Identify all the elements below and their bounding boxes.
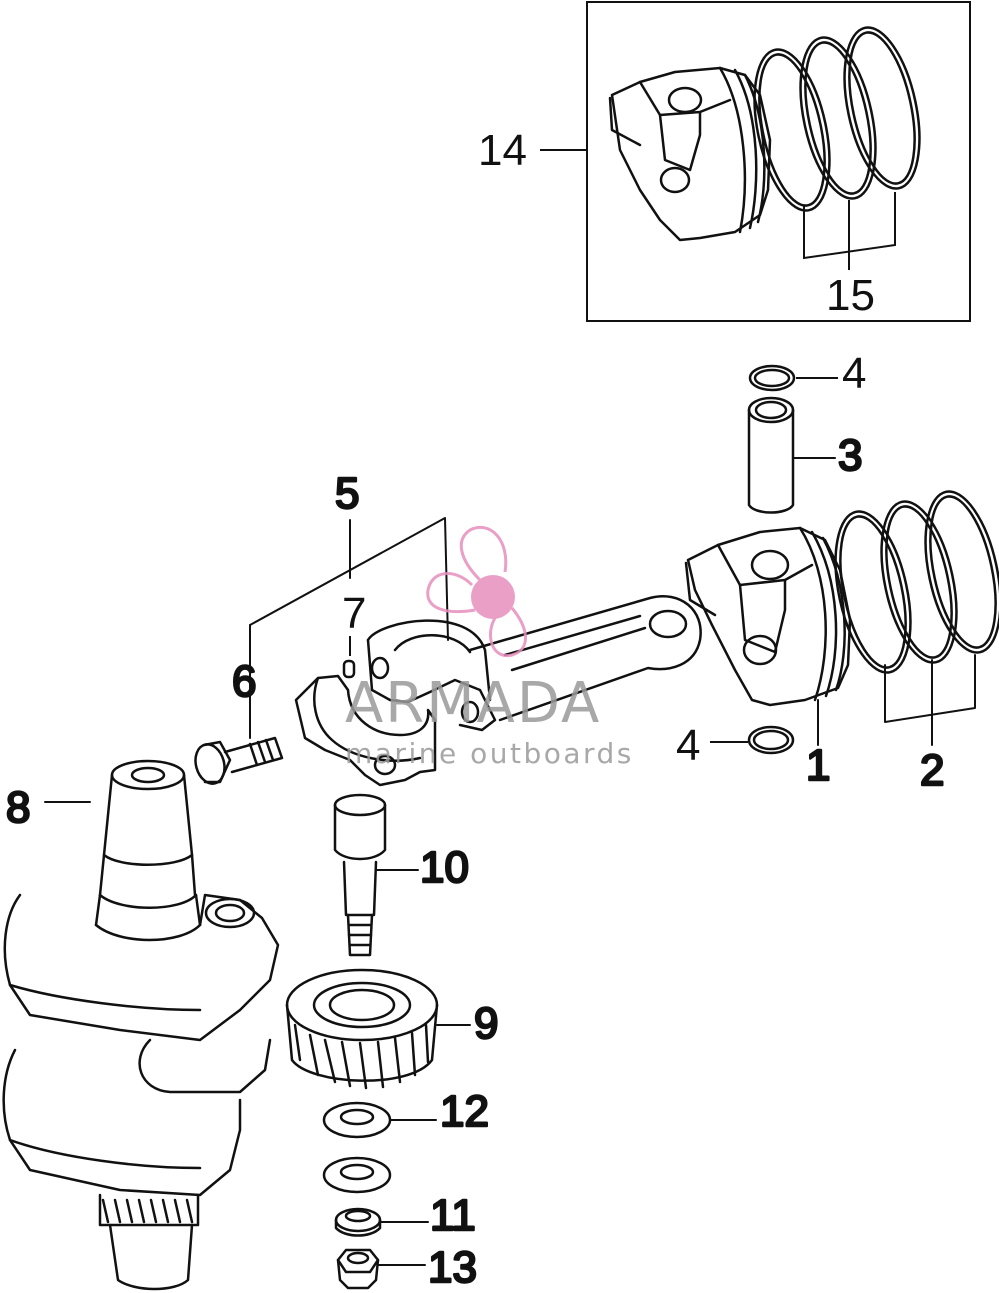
piston: 1	[684, 526, 852, 791]
washer-small: 11	[334, 1190, 477, 1241]
propeller-icon	[426, 525, 527, 658]
connecting-rod: 5	[249, 468, 702, 787]
inset-panel: 14 15	[478, 1, 971, 322]
callout-7: 7	[342, 589, 366, 638]
inset-rings	[753, 26, 921, 212]
crankshaft: 8	[2, 759, 280, 1291]
callout-8: 8	[6, 783, 30, 832]
dowel-pin: 7	[342, 589, 366, 679]
watermark: ARMADA marine outboards	[345, 525, 634, 770]
piston-rings: 2	[834, 490, 999, 796]
rod-bolt: 6	[194, 624, 284, 785]
callout-11: 11	[430, 1191, 476, 1240]
callout-10: 10	[420, 843, 469, 892]
callout-4-bottom: 4	[676, 721, 700, 770]
gear-bolt: 10	[333, 793, 470, 957]
callout-5: 5	[335, 469, 359, 518]
inset-frame	[586, 1, 971, 322]
pin-clip-top: 4	[748, 349, 866, 398]
drive-gear: 9	[285, 968, 500, 1090]
pin-clip-bottom: 4	[676, 721, 795, 770]
callout-1: 1	[806, 741, 830, 790]
nut: 13	[336, 1242, 478, 1293]
piston-pin: 3	[747, 396, 864, 514]
callout-3: 3	[838, 431, 862, 480]
callout-9: 9	[474, 999, 498, 1048]
callout-12: 12	[440, 1087, 489, 1136]
callout-14: 14	[478, 126, 527, 175]
washer-large: 12	[322, 1086, 490, 1194]
callout-15: 15	[826, 271, 875, 320]
watermark-tagline: marine outboards	[345, 737, 634, 770]
inset-piston	[608, 66, 772, 242]
callout-2: 2	[920, 746, 944, 795]
callout-13: 13	[428, 1243, 477, 1292]
callout-4-top: 4	[842, 349, 866, 398]
callout-6: 6	[232, 657, 256, 706]
watermark-brand: ARMADA	[345, 671, 601, 736]
